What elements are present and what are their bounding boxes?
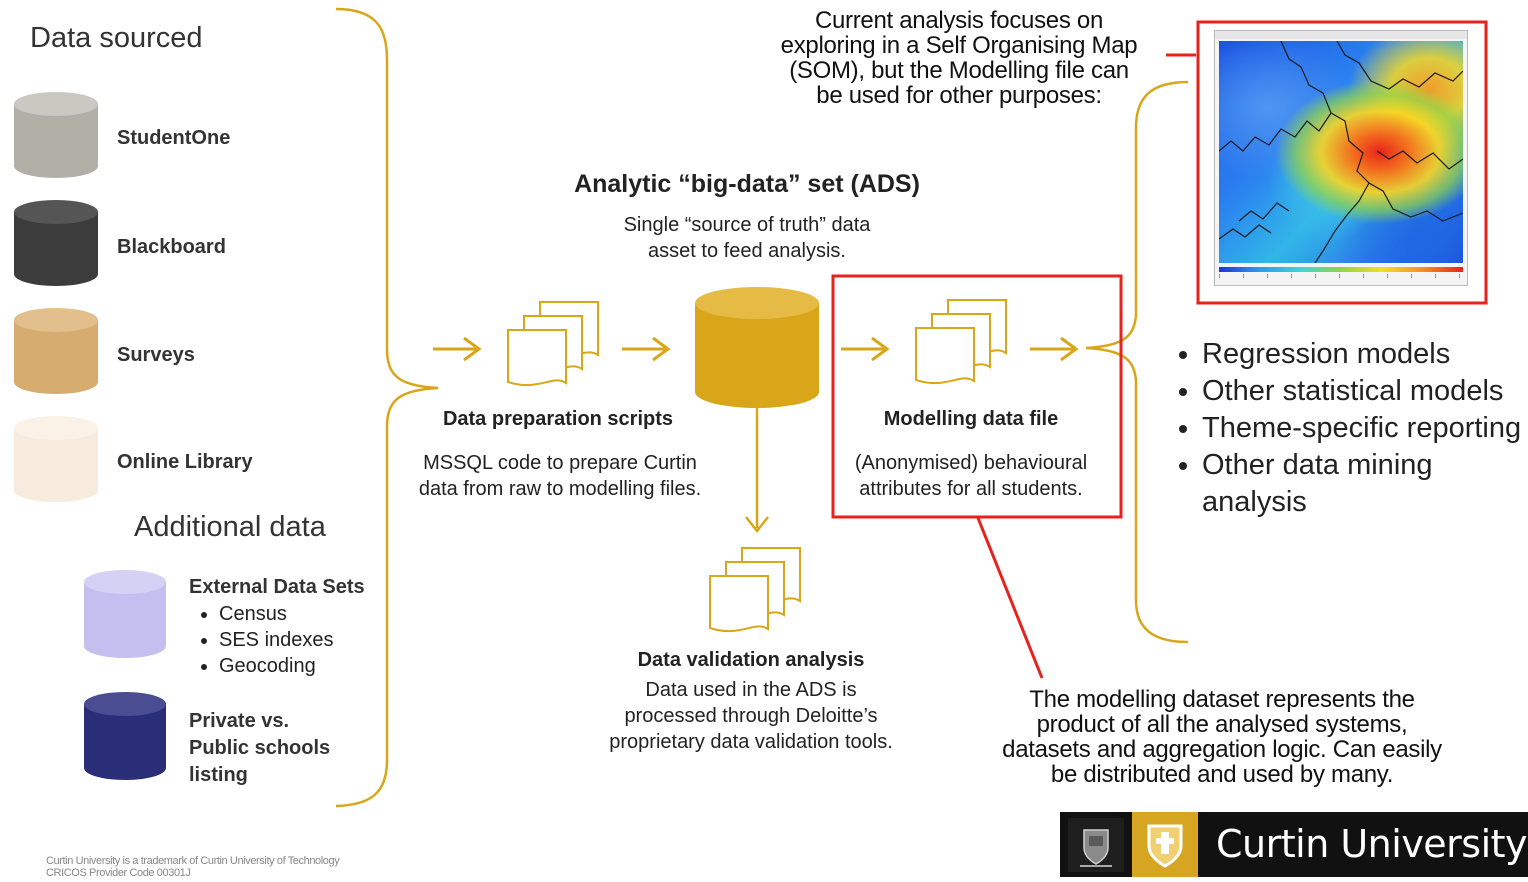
- schools-label-line: Private vs.: [189, 710, 290, 732]
- modelling-desc-line: (Anonymised) behavioural: [854, 452, 1088, 474]
- modelling-description: (Anonymised) behavioural attributes for …: [836, 450, 1106, 502]
- list-item: Regression models: [1202, 336, 1528, 373]
- external-data-list: Census SES indexes Geocoding: [189, 601, 389, 679]
- list-item: Theme-specific reporting: [1202, 410, 1528, 447]
- right-brace: [1085, 80, 1189, 644]
- callout-line: product of all the analysed systems,: [1036, 711, 1408, 738]
- validation-desc-line: Data used in the ADS is: [645, 679, 857, 701]
- data-sourced-title: Data sourced: [30, 22, 203, 54]
- list-item: SES indexes: [219, 627, 389, 653]
- uses-list: Regression models Other statistical mode…: [1156, 336, 1528, 521]
- schools-label: Private vs. Public schools listing: [189, 708, 330, 789]
- schools-label-line: listing: [189, 764, 248, 786]
- ads-database-icon: [695, 287, 819, 408]
- list-item: Geocoding: [219, 653, 389, 679]
- validation-documents-icon: [709, 547, 801, 633]
- schools-label-line: Public schools: [189, 737, 331, 759]
- arrow-right-icon: [1030, 336, 1079, 362]
- brand-bar: Curtin University: [1060, 812, 1528, 877]
- validation-title: Data validation analysis: [637, 649, 865, 671]
- source-label-surveys: Surveys: [117, 344, 195, 366]
- crest-icon: [1068, 818, 1124, 872]
- footer-line: Curtin University is a trademark of Curt…: [46, 855, 340, 867]
- brand-name: Curtin University: [1216, 822, 1528, 866]
- external-data-block: External Data Sets Census SES indexes Ge…: [189, 576, 389, 679]
- som-heatmap: [1219, 41, 1463, 263]
- shield-logo-icon: [1132, 812, 1198, 877]
- arrow-right-icon: [841, 336, 890, 362]
- prep-description: MSSQL code to prepare Curtin data from r…: [392, 450, 728, 502]
- list-item: Census: [219, 601, 389, 627]
- prep-desc-line: MSSQL code to prepare Curtin: [423, 452, 697, 474]
- callout-line: be distributed and used by many.: [1050, 761, 1394, 788]
- callout-line: The modelling dataset represents the: [1029, 686, 1415, 713]
- modelling-highlight-box: [831, 274, 1123, 519]
- ads-desc-line: Single “source of truth” data: [623, 214, 871, 236]
- som-highlight-box: [1196, 20, 1488, 305]
- source-label-blackboard: Blackboard: [117, 236, 226, 258]
- validation-desc-line: proprietary data validation tools.: [609, 731, 893, 753]
- surveys-cylinder-icon: [14, 308, 98, 394]
- prep-documents-icon: [507, 301, 599, 387]
- arrow-right-icon: [433, 336, 482, 362]
- ads-desc-line: asset to feed analysis.: [648, 240, 846, 262]
- source-label-online-library: Online Library: [117, 451, 253, 473]
- validation-description: Data used in the ADS is processed throug…: [586, 677, 916, 755]
- studentone-cylinder-icon: [14, 92, 98, 178]
- som-scale-ticks: [1219, 274, 1463, 278]
- footer-text: Curtin University is a trademark of Curt…: [46, 855, 466, 877]
- ads-title: Analytic “big-data” set (ADS): [574, 170, 920, 198]
- ads-description: Single “source of truth” data asset to f…: [587, 212, 907, 264]
- left-brace: [335, 7, 439, 808]
- som-note-line: be used for other purposes:: [816, 82, 1102, 109]
- callout-line: datasets and aggregation logic. Can easi…: [1002, 736, 1442, 763]
- som-boundaries: [1219, 41, 1463, 263]
- additional-data-title: Additional data: [134, 511, 326, 543]
- arrow-right-icon: [622, 336, 671, 362]
- som-map-image: [1214, 30, 1468, 286]
- som-note-line: exploring in a Self Organising Map: [780, 32, 1138, 59]
- source-cylinders: [14, 92, 98, 502]
- external-data-title: External Data Sets: [189, 576, 365, 598]
- callout-pointer-line: [976, 517, 1044, 679]
- online-library-cylinder-icon: [14, 416, 98, 502]
- source-label-studentone: StudentOne: [117, 127, 231, 149]
- modelling-documents-icon: [915, 299, 1007, 385]
- som-note-line: (SOM), but the Modelling file can: [789, 57, 1129, 84]
- external-data-cylinder-icon: [84, 570, 166, 658]
- blackboard-cylinder-icon: [14, 200, 98, 286]
- footer-line: CRICOS Provider Code 00301J: [46, 867, 191, 877]
- prep-desc-line: data from raw to modelling files.: [418, 478, 702, 500]
- schools-cylinder-icon: [84, 692, 166, 780]
- list-item: Other data mining analysis: [1202, 447, 1528, 521]
- som-color-scale: [1219, 267, 1463, 272]
- arrow-down-icon: [745, 408, 769, 534]
- som-note: Current analysis focuses on exploring in…: [746, 8, 1172, 108]
- som-map-caption: [1215, 31, 1467, 39]
- modelling-title: Modelling data file: [883, 408, 1059, 430]
- modelling-callout: The modelling dataset represents the pro…: [972, 687, 1472, 787]
- prep-title: Data preparation scripts: [442, 408, 674, 430]
- additional-cylinders: [84, 570, 166, 780]
- list-item: Other statistical models: [1202, 373, 1528, 410]
- som-note-line: Current analysis focuses on: [814, 7, 1104, 34]
- modelling-desc-line: attributes for all students.: [859, 478, 1083, 500]
- validation-desc-line: processed through Deloitte’s: [624, 705, 878, 727]
